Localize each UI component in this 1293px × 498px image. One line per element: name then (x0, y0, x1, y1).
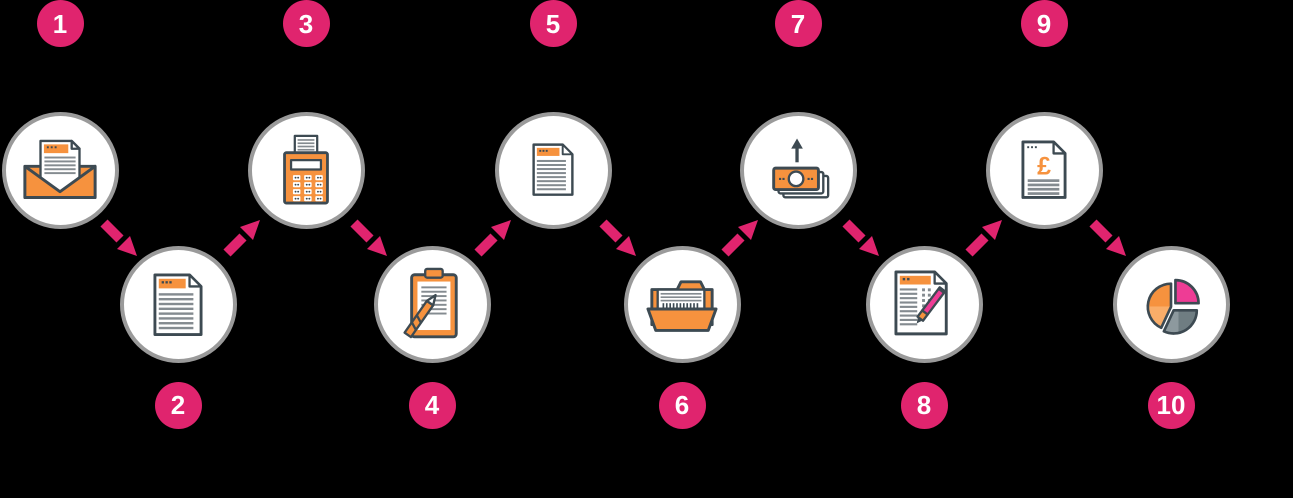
step-6-circle (623, 246, 741, 363)
arrow-8-to-9 (965, 220, 1002, 257)
clipboard-pencil-icon (403, 267, 458, 338)
step-8-number-badge: 8 (900, 381, 948, 429)
calculator-icon (283, 134, 329, 205)
step-9-circle: £ (985, 111, 1103, 229)
step-3-circle (247, 111, 365, 229)
arrow-4-to-5 (473, 220, 511, 257)
step-7-circle (739, 111, 857, 229)
step-3-number-badge: 3 (282, 0, 330, 47)
arrow-6-to-7 (721, 220, 758, 257)
step-10-circle (1112, 246, 1230, 363)
step-5-circle (494, 111, 612, 229)
money-payment-icon (772, 138, 830, 199)
step-2-circle (119, 246, 237, 363)
document-icon (153, 273, 203, 336)
pound-symbol: £ (1037, 153, 1051, 181)
step-8-circle (865, 246, 983, 363)
step-7-number-badge: 7 (774, 0, 822, 47)
step-1-number-badge: 1 (36, 0, 84, 47)
arrow-2-to-3 (223, 220, 260, 257)
document-pen-icon (894, 270, 948, 335)
step-9-number-badge: 9 (1020, 0, 1068, 47)
document-icon (532, 143, 574, 197)
step-4-circle (373, 246, 491, 363)
arrow-3-to-4 (350, 219, 387, 256)
step-4-number-badge: 4 (408, 381, 456, 429)
invoice-pound-icon: £ (1021, 140, 1067, 200)
arrow-9-to-10 (1088, 219, 1126, 256)
step-6-number-badge: 6 (658, 381, 706, 429)
open-folder-icon (646, 280, 718, 333)
step-5-number-badge: 5 (529, 0, 577, 47)
step-10-number-badge: 10 (1147, 381, 1195, 429)
pie-chart-icon (1146, 278, 1200, 335)
step-2-number-badge: 2 (154, 381, 202, 429)
envelope-letter-icon (23, 139, 97, 199)
arrow-1-to-2 (100, 219, 137, 256)
arrow-5-to-6 (598, 219, 636, 256)
step-1-circle (1, 111, 119, 229)
arrow-7-to-8 (842, 219, 879, 256)
